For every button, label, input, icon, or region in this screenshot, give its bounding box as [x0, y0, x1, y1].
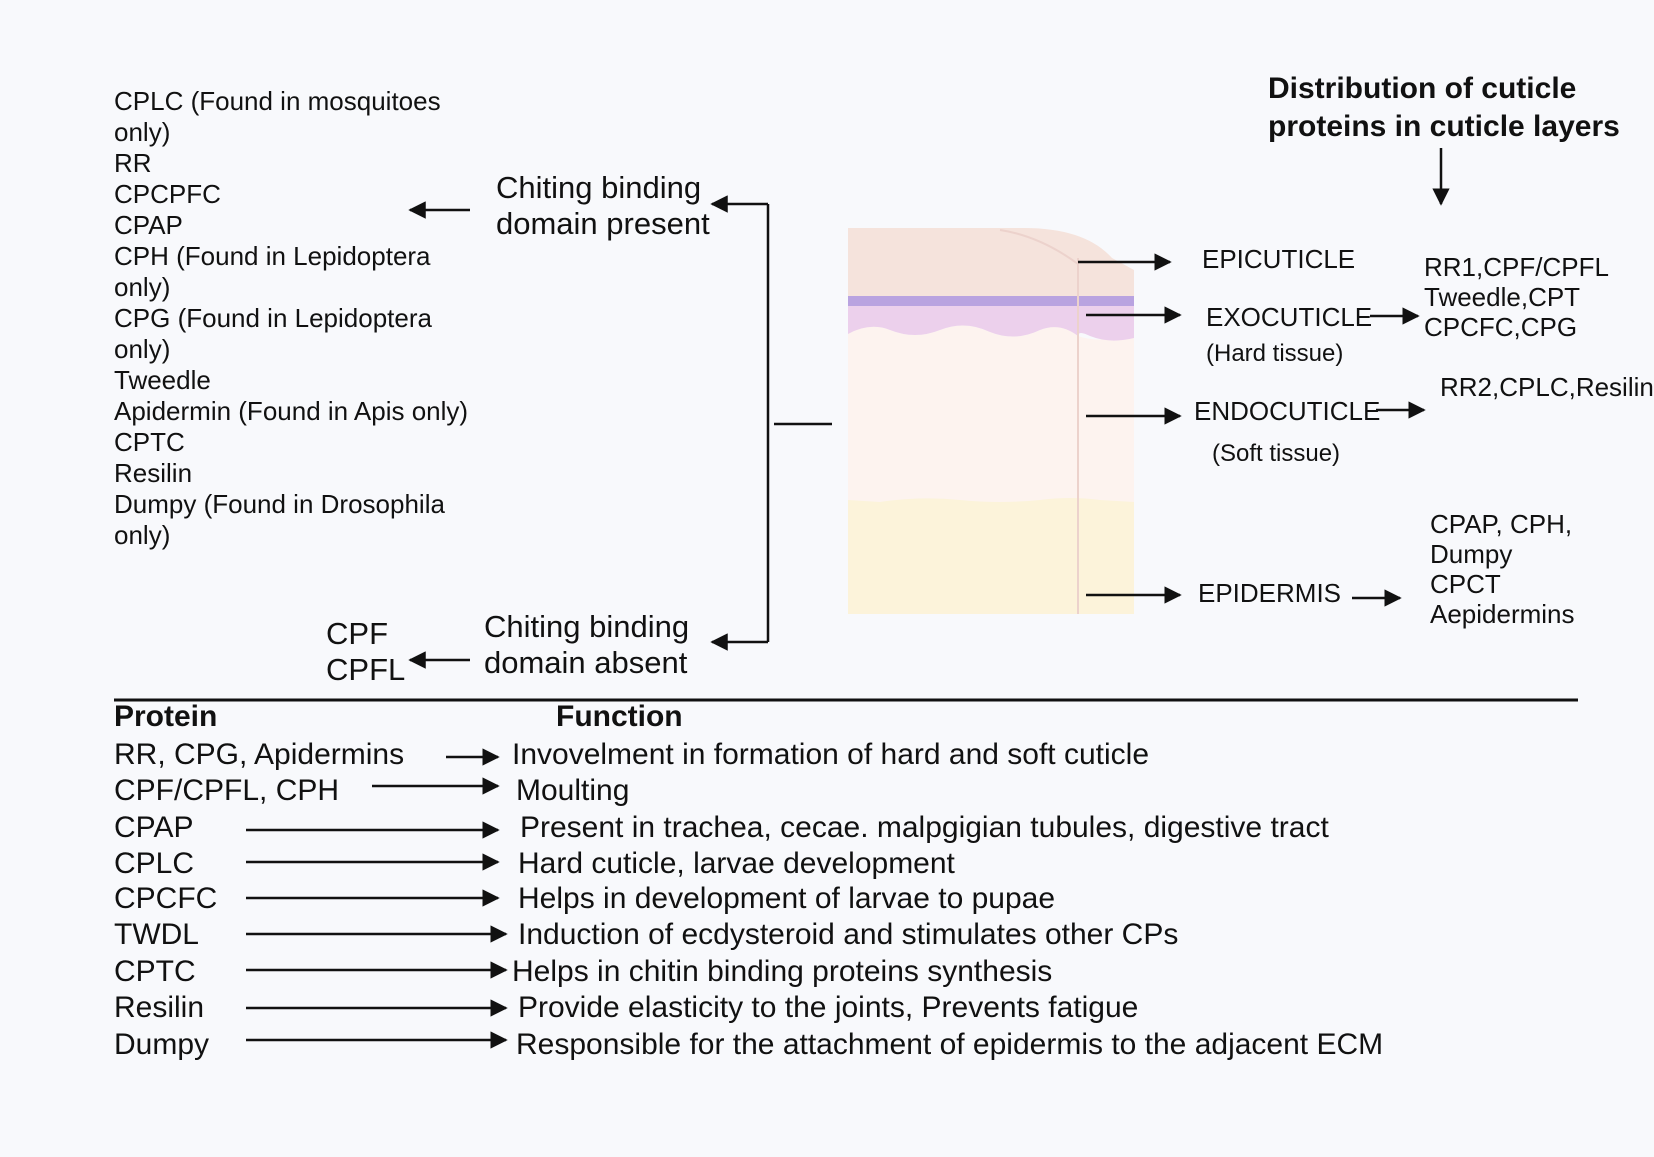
list-item: Resilin	[114, 458, 193, 488]
diagram-title: Distribution of cuticle proteins in cuti…	[1268, 70, 1620, 146]
list-item: CPH (Found in Lepidoptera	[114, 241, 431, 271]
table-row-function: Moulting	[516, 774, 630, 807]
exocuticle-band	[848, 296, 1134, 306]
list-item: RR2,CPLC,Resilin	[1440, 372, 1654, 402]
epicuticle-layer	[848, 228, 1134, 296]
list-item: CPTC	[114, 427, 185, 457]
list-item: RR1,CPF/CPFL	[1424, 252, 1609, 282]
list-item: CPG (Found in Lepidoptera	[114, 303, 432, 333]
list-item: Dumpy (Found in Drosophila	[114, 489, 445, 519]
table-row-protein: RR, CPG, Apidermins	[114, 738, 405, 771]
exocuticle-proteins: RR1,CPF/CPFL Tweedle,CPT CPCFC,CPG	[1424, 252, 1609, 342]
domain-absent-line-2: domain absent	[484, 645, 688, 680]
table-row-protein: CPAP	[114, 811, 194, 844]
table-row-protein: CPF/CPFL, CPH	[114, 774, 340, 807]
present-protein-list: CPLC (Found in mosquitoes only) RR CPCPF…	[114, 86, 468, 551]
exocuticle-label: EXOCUTICLE	[1206, 302, 1373, 332]
title-line-1: Distribution of cuticle	[1268, 72, 1577, 105]
table-row-function: Responsible for the attachment of epider…	[516, 1028, 1384, 1061]
list-item: CPFL	[326, 652, 406, 687]
domain-bracket	[710, 195, 832, 651]
absent-protein-list: CPF CPFL	[326, 616, 405, 688]
exocuticle-layer	[848, 305, 1134, 341]
domain-absent-label: Chiting binding domain absent	[484, 609, 689, 681]
list-item: CPCPFC	[114, 179, 221, 209]
endocuticle-layer	[848, 325, 1134, 502]
list-item: only)	[114, 117, 171, 147]
table-row-protein: TWDL	[114, 918, 199, 951]
endocuticle-label: ENDOCUTICLE	[1194, 396, 1381, 426]
exocuticle-note: (Hard tissue)	[1206, 340, 1344, 367]
table-row-protein: CPCFC	[114, 882, 218, 915]
epidermis-label: EPIDERMIS	[1198, 578, 1342, 608]
list-item: only)	[114, 334, 171, 364]
table-row-function: Helps in development of larvae to pupae	[518, 882, 1056, 915]
list-item: RR	[114, 148, 152, 178]
epicuticle-label: EPICUTICLE	[1202, 244, 1356, 274]
list-item: CPLC (Found in mosquitoes	[114, 86, 441, 116]
list-item: CPAP, CPH,	[1430, 509, 1573, 539]
table-row-protein: Dumpy	[114, 1028, 210, 1061]
domain-present-line-2: domain present	[496, 206, 710, 241]
epidermis-proteins: CPAP, CPH, Dumpy CPCT Aepidermins	[1430, 509, 1575, 629]
endocuticle-note: (Soft tissue)	[1212, 440, 1341, 467]
table-row-protein: CPLC	[114, 847, 195, 880]
list-item: CPAP	[114, 210, 183, 240]
table-arrows	[246, 748, 508, 1049]
table-row-protein: CPTC	[114, 955, 196, 988]
list-item: CPF	[326, 616, 388, 651]
list-item: Dumpy	[1430, 539, 1513, 569]
function-header: Function	[556, 700, 683, 733]
table-row-function: Hard cuticle, larvae development	[518, 847, 955, 880]
list-item: CPCFC,CPG	[1424, 312, 1578, 342]
table-row-function: Induction of ecdysteroid and stimulates …	[518, 918, 1179, 951]
list-item: CPCT	[1430, 569, 1501, 599]
table-row-function: Invovelment in formation of hard and sof…	[512, 738, 1150, 771]
list-item: Aepidermins	[1430, 599, 1575, 629]
protein-header: Protein	[114, 700, 218, 733]
domain-present-label: Chiting binding domain present	[496, 170, 710, 242]
list-item: Apidermin (Found in Apis only)	[114, 396, 469, 426]
cuticle-block	[848, 228, 1134, 614]
epidermis-layer	[848, 498, 1134, 614]
list-item: Tweedle,CPT	[1424, 282, 1581, 312]
table-row-function: Provide elasticity to the joints, Preven…	[518, 991, 1139, 1024]
table-row-function: Helps in chitin binding proteins synthes…	[512, 955, 1053, 988]
list-item: only)	[114, 520, 171, 550]
table-row-function: Present in trachea, cecae. malpgigian tu…	[520, 811, 1329, 844]
list-item: Tweedle	[114, 365, 211, 395]
title-line-2: proteins in cuticle layers	[1268, 110, 1620, 143]
domain-present-line-1: Chiting binding	[496, 170, 702, 205]
list-item: only)	[114, 272, 171, 302]
endocuticle-proteins: RR2,CPLC,Resilin	[1440, 372, 1654, 402]
table-row-protein: Resilin	[114, 991, 205, 1024]
domain-absent-line-1: Chiting binding	[484, 609, 690, 644]
